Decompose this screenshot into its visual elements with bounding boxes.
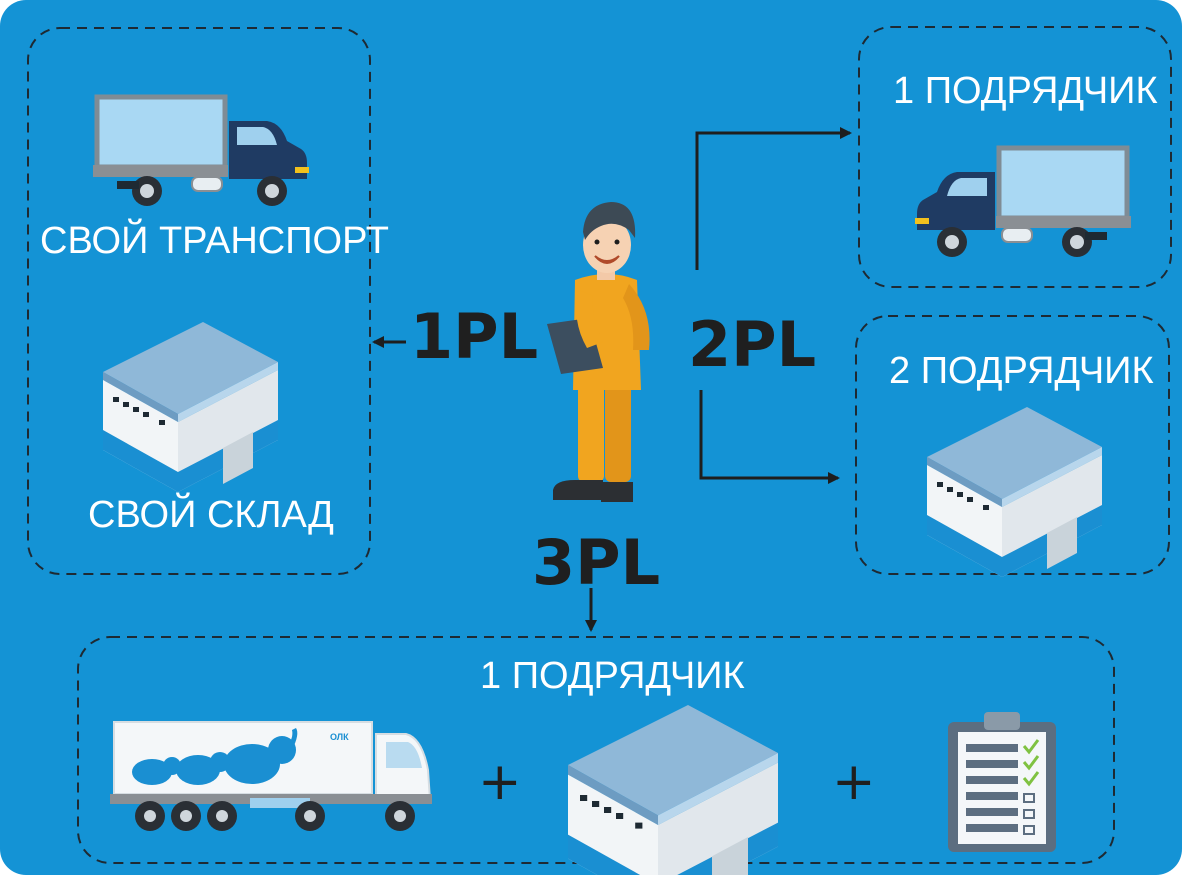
checklist-icon	[948, 712, 1056, 852]
contractor-1-box	[858, 26, 1172, 288]
contractor-2-box	[855, 315, 1170, 575]
bottom-contractor-label: 1 ПОДРЯДЧИК	[480, 655, 745, 697]
own-transport-label: СВОЙ ТРАНСПОРТ	[40, 220, 389, 262]
semi-truck-icon: ОЛК	[110, 721, 432, 831]
worker-icon	[547, 202, 650, 502]
trailer-logo: ОЛК	[330, 732, 349, 742]
plus-sign: +	[832, 752, 876, 812]
pl2-label: 2PL	[688, 308, 817, 381]
contractor-2-label: 2 ПОДРЯДЧИК	[889, 350, 1154, 392]
contractor-1-label: 1 ПОДРЯДЧИК	[893, 70, 1158, 112]
own-resources-box	[27, 27, 371, 575]
arrow-icon	[699, 390, 840, 484]
pl3-label: 3PL	[532, 526, 661, 599]
arrow-icon	[695, 127, 852, 270]
pl1-label: 1PL	[410, 300, 539, 373]
own-warehouse-label: СВОЙ СКЛАД	[88, 494, 334, 536]
plus-sign: +	[478, 752, 522, 812]
